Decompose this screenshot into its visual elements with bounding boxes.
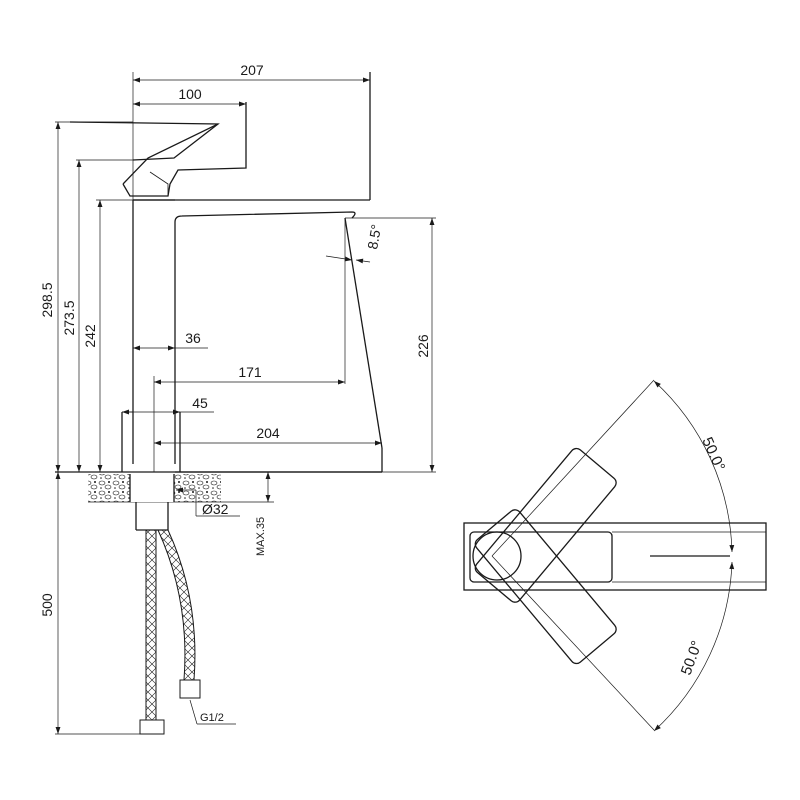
handle-position-down: [474, 509, 617, 665]
dim-204-label: 204: [256, 425, 280, 441]
front-view: 207 100 298.5 273.5 242 2: [39, 62, 436, 735]
dim-thread: G1/2: [189, 699, 236, 725]
top-body-outline: [463, 522, 767, 591]
lever-handle: [69, 102, 247, 197]
dim-thread-label: G1/2: [200, 712, 224, 724]
dim-207-label: 207: [240, 62, 264, 78]
dim-height-body-top: 242: [82, 199, 133, 472]
dim-298-5-label: 298.5: [39, 282, 55, 317]
dim-273-5-label: 273.5: [61, 300, 77, 335]
dim-base-width: 45: [122, 395, 214, 415]
dim-height-outlet: 226: [345, 217, 436, 473]
angle-arc-down: [653, 561, 735, 732]
supply-hoses: [139, 529, 201, 735]
dim-spout-reach: 171: [153, 218, 346, 472]
dim-500-label: 500: [39, 593, 55, 617]
dim-hose-length: 500: [39, 472, 150, 735]
angle-ray-up: [491, 379, 655, 557]
dim-8-5-label: 8.5°: [364, 223, 384, 250]
dim-max-label: MAX.35: [255, 517, 267, 556]
dim-45-label: 45: [192, 395, 208, 411]
angle-up-label: 50.0°: [698, 435, 728, 474]
top-body-inner: [469, 531, 613, 583]
dim-36-label: 36: [185, 330, 201, 346]
dim-width-total: 207: [132, 62, 370, 200]
dim-body-width: 36: [133, 330, 208, 351]
mounting-shank: [135, 502, 169, 531]
dim-hole-diameter: Ø32: [176, 487, 240, 517]
dim-226-label: 226: [415, 334, 431, 358]
dim-height-handle-top: 298.5: [39, 121, 133, 472]
countertop: [55, 471, 382, 503]
dim-spout-angle: 8.5°: [325, 223, 384, 264]
dim-handle-length: 100: [133, 86, 246, 107]
angle-ray-down: [491, 555, 655, 731]
top-view: 50.0° 50.0°: [463, 379, 767, 732]
dim-242-label: 242: [82, 324, 98, 348]
dim-diameter-label: Ø32: [202, 501, 229, 517]
top-cartridge: [472, 531, 522, 581]
dim-171-label: 171: [238, 364, 262, 380]
dim-base-reach: 204: [154, 425, 382, 446]
handle-position-up: [474, 447, 617, 603]
dim-max-thickness: MAX.35: [221, 472, 274, 556]
dim-height-handle-base: 273.5: [61, 159, 133, 472]
dim-100-label: 100: [178, 86, 202, 102]
angle-arc-up: [653, 380, 735, 553]
faucet-body: [121, 72, 383, 473]
